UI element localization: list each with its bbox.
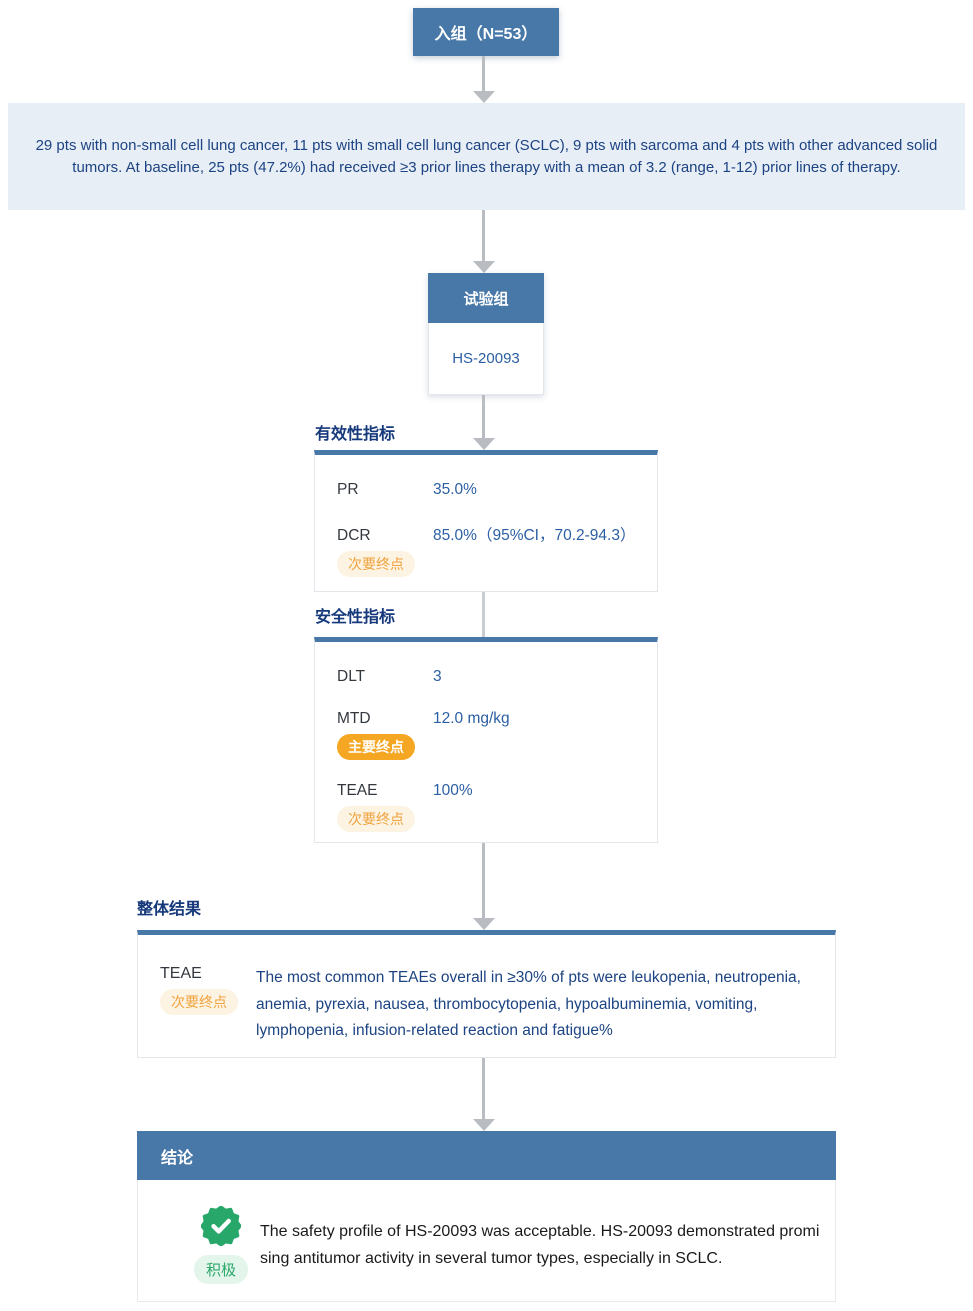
baseline-summary-banner: 29 pts with non-small cell lung cancer, … [8,103,965,210]
arrow-head [472,261,495,273]
arrow-down-icon [472,1058,495,1131]
secondary-endpoint-badge: 次要终点 [160,989,238,1015]
arrow-stem [482,210,485,261]
arrow-down-icon [472,395,495,450]
efficacy-box: PR 35.0% DCR 85.0%（95%CI，70.2-94.3） 次要终点 [314,450,658,592]
conclusion-text: The safety profile of HS-20093 was accep… [260,1223,820,1267]
trial-group-name: HS-20093 [428,323,544,395]
arrow-down-icon [472,843,495,930]
baseline-summary-text: 29 pts with non-small cell lung cancer, … [35,136,938,176]
metric-row-teae: TEAE 100% [337,782,641,800]
conclusion-header: 结论 [137,1131,836,1180]
secondary-endpoint-badge: 次要终点 [337,551,415,577]
metric-value: 35.0% [433,481,477,498]
arrow-head [472,438,495,450]
metric-label: DCR [337,527,371,544]
metric-label: MTD [337,710,371,727]
overall-section-title: 整体结果 [137,901,202,918]
secondary-endpoint-badge: 次要终点 [337,806,415,832]
arrow-stem [482,843,485,918]
sentiment-column: 积极 [186,1206,256,1301]
metric-label: TEAE [160,965,202,982]
safety-box: DLT 3 MTD 12.0 mg/kg 主要终点 TEAE 100% 次要终点 [314,637,658,843]
metric-row-mtd: MTD 12.0 mg/kg [337,710,641,728]
arrow-head [472,1119,495,1131]
metric-row-dcr: DCR 85.0%（95%CI，70.2-94.3） [337,523,641,545]
sentiment-badge: 积极 [193,1255,248,1284]
enrollment-label: 入组（N=53） [434,26,538,43]
metric-value: 100% [433,782,473,799]
overall-results-text: The most common TEAEs overall in ≥30% of… [256,969,801,1039]
metric-label: DLT [337,668,366,685]
arrow-head [472,918,495,930]
efficacy-section-title: 有效性指标 [315,426,396,443]
overall-label-column: TEAE 次要终点 [160,965,256,1057]
metric-row-dlt: DLT 3 [337,668,641,686]
arrow-stem [482,56,485,91]
metric-value: 12.0 mg/kg [433,710,510,727]
trial-group-box: 试验组 HS-20093 [428,273,544,395]
metric-value: 3 [433,668,442,685]
arrow-down-icon [472,56,495,103]
conclusion-header-label: 结论 [161,1149,194,1167]
metric-value: 85.0%（95%CI，70.2-94.3） [433,527,636,544]
connector-line [482,592,485,637]
enrollment-box: 入组（N=53） [413,8,559,56]
arrow-stem [482,1058,485,1119]
metric-label: TEAE [337,782,378,799]
overall-results-box: TEAE 次要终点 The most common TEAEs overall … [137,930,836,1058]
safety-section-title: 安全性指标 [315,609,396,626]
trial-group-header: 试验组 [428,273,544,323]
metric-label: PR [337,481,359,498]
primary-endpoint-badge: 主要终点 [337,734,415,760]
arrow-down-icon [472,210,495,273]
conclusion-body: 积极 The safety profile of HS-20093 was ac… [137,1180,836,1302]
arrow-stem [482,395,485,438]
conclusion-box: 结论 积极 The safety profile of HS-20093 was… [137,1131,836,1302]
verified-seal-icon [201,1206,241,1246]
arrow-head [472,91,495,103]
metric-row-pr: PR 35.0% [337,481,641,499]
